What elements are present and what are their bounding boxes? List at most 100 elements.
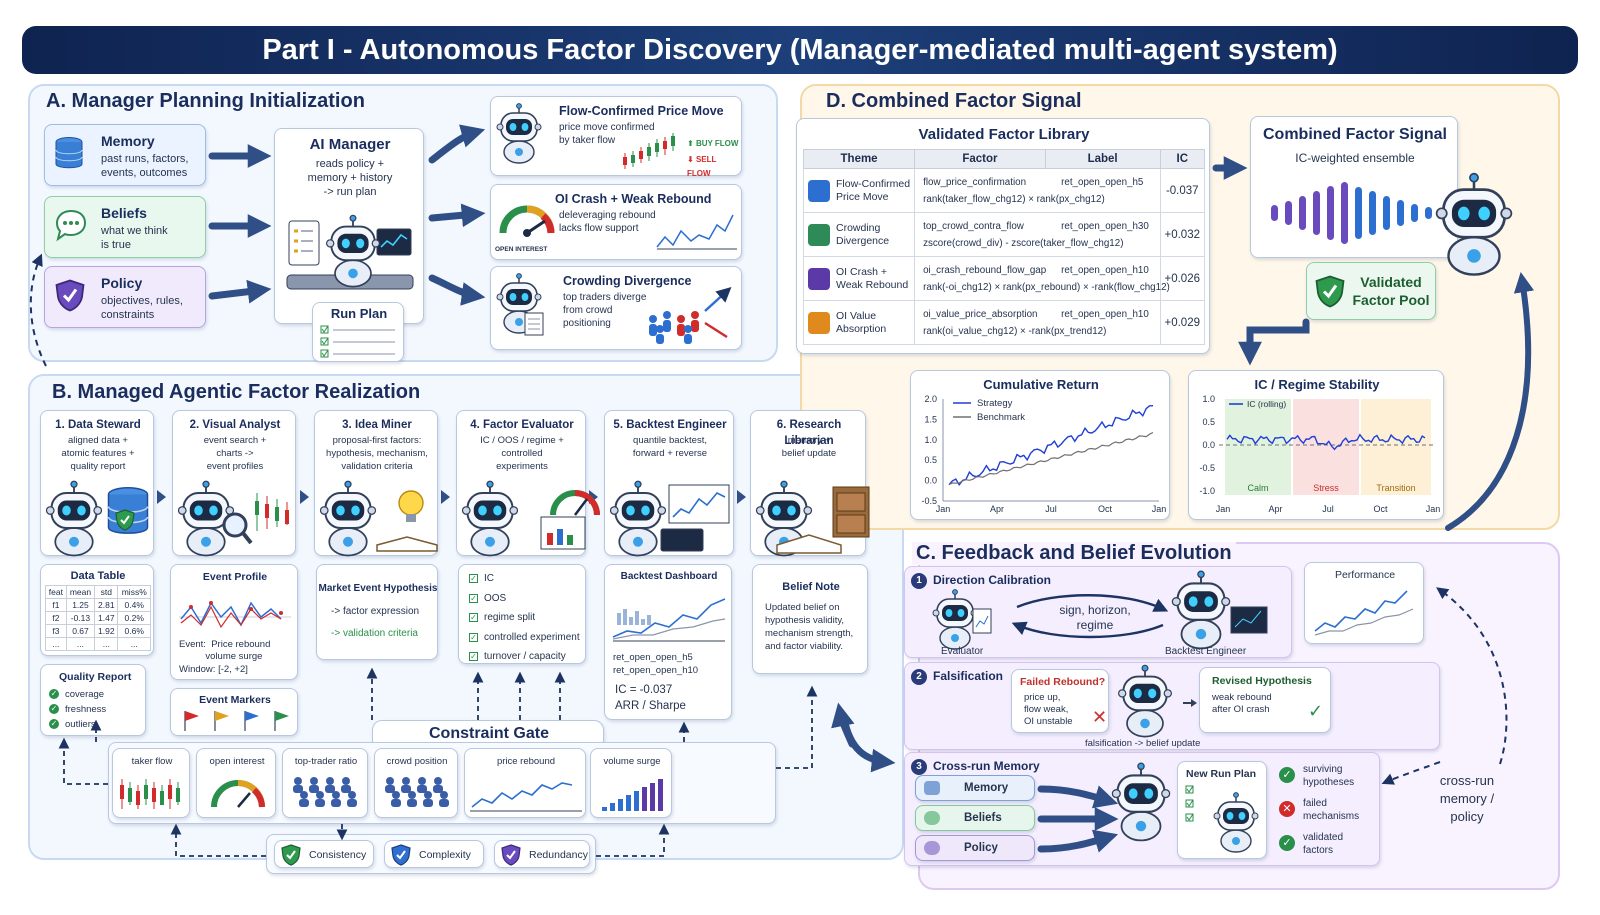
- theme-wrap: Crowding Divergence: [808, 222, 910, 248]
- section-b-title: B. Managed Agentic Factor Realization: [52, 381, 421, 403]
- x-tick-label: Jul: [1322, 504, 1334, 514]
- performance-card: Performance: [1304, 562, 1424, 644]
- theme-label: OI Value Absorption: [836, 309, 887, 335]
- arrow-up-icon: ⬆: [687, 139, 696, 148]
- constraint-gate-title: Constraint Gate: [428, 725, 549, 742]
- agent-title: 2. Visual Analyst: [189, 419, 281, 431]
- event-markers-card: Event Markers: [170, 688, 298, 736]
- library-header-cell: IC: [1159, 149, 1205, 169]
- x-tick-label: Jan: [936, 504, 951, 514]
- cross-run-item-label: Policy: [964, 842, 998, 854]
- factor-label: ret_open_open_h10: [1061, 308, 1149, 320]
- x-tick-label: Oct: [1098, 504, 1113, 514]
- regime-label: Calm: [1247, 483, 1268, 493]
- arrow-right-icon: [1183, 699, 1197, 707]
- quality-item-label: coverage: [65, 689, 105, 700]
- signal-bar: [1425, 207, 1432, 219]
- books-robot-icon: [755, 480, 870, 557]
- agent-desc: aligned data + atomic features + quality…: [61, 435, 135, 472]
- x-tick-label: Apr: [990, 504, 1004, 514]
- factor-label: ret_open_open_h10: [1061, 264, 1149, 276]
- sell-flow-text: SELL FLOW: [687, 155, 717, 178]
- crowd-people-icon: [649, 286, 732, 344]
- cross-run-memory-title: Cross-run Memory: [933, 759, 1040, 773]
- outcome-item: ✓validated factors: [1279, 831, 1375, 861]
- gate-check-label: Complexity: [419, 849, 471, 861]
- memory-title: Memory: [101, 133, 155, 149]
- revised-hypothesis-card: Revised Hypothesis weak rebound after OI…: [1199, 667, 1331, 733]
- legend-benchmark: Benchmark: [977, 412, 1025, 423]
- falsification-footer: falsification -> belief update: [1085, 738, 1201, 749]
- eval-check-label: IC: [484, 573, 494, 584]
- factor-name: top_crowd_contra_flow: [923, 220, 1024, 232]
- database-icon: [924, 781, 940, 795]
- eval-check-item: ✓controlled experiment: [469, 628, 580, 648]
- feature-label: open interest: [209, 756, 265, 767]
- x-mark-icon: ✕: [1092, 707, 1108, 727]
- db-robot-icon: [45, 480, 149, 557]
- eval-check-label: OOS: [484, 592, 507, 604]
- hypothesis-card-crowding: Crowding Divergence top traders diverge …: [490, 266, 742, 350]
- memory-card: Memory past runs, factors, events, outco…: [44, 124, 206, 186]
- beliefs-title: Beliefs: [101, 205, 147, 221]
- run-plan-card: Run Plan: [312, 302, 404, 362]
- falsification-panel: 2 Falsification Failed Rebound? price up…: [904, 662, 1440, 750]
- manager-desk-illustration: [286, 214, 414, 290]
- signal-bar: [1327, 186, 1334, 240]
- market-event-hypothesis-card: Market Event Hypothesis -> factor expres…: [316, 564, 438, 660]
- backtest-dashboard-title: Backtest Dashboard: [620, 571, 718, 582]
- candlestick-icon: [623, 133, 675, 169]
- eval-check-item: ✓ OOS: [469, 589, 580, 609]
- backtest-chart: [612, 598, 726, 642]
- agent-title: 5. Backtest Engineer: [613, 419, 727, 431]
- market-event-hypothesis-title: Market Event Hypothesis: [318, 583, 438, 594]
- hypothesis-line-1: -> factor expression: [331, 606, 420, 617]
- step-3-badge: 3: [911, 759, 927, 775]
- gate-check-0: Consistency: [274, 840, 374, 868]
- checkbox-icon: ✓: [469, 593, 478, 603]
- agent-desc: memory + belief update: [781, 435, 837, 459]
- theme-label: Crowding Divergence: [836, 221, 890, 247]
- buy-flow-label: ⬆ BUY FLOW: [687, 137, 738, 151]
- belief-note-title: Belief Note: [782, 581, 840, 593]
- regime-label: Transition: [1376, 483, 1415, 493]
- evaluator-robot-icon: [932, 588, 992, 650]
- validated-factor-pool-card: Validated Factor Pool: [1306, 262, 1436, 320]
- calibration-parameters: sign, horizon, regime: [1059, 603, 1131, 632]
- x-tick-label: Jan: [1152, 504, 1167, 514]
- performance-title: Performance: [1334, 569, 1396, 581]
- outcome-item: ✕failed mechanisms: [1279, 797, 1375, 827]
- policy-desc: objectives, rules, constraints: [101, 295, 183, 321]
- factor-expression: rank(taker_flow_chg12) × rank(px_chg12): [923, 193, 1105, 205]
- check-circle-icon: ✓: [49, 704, 59, 715]
- belief-note-card: Belief Note Updated belief on hypothesis…: [752, 564, 868, 674]
- hypothesis-line-2: -> validation criteria: [331, 628, 418, 639]
- direction-calibration-panel: 1 Direction Calibration Evaluator sign, …: [904, 566, 1292, 658]
- check-circle-icon: ✓: [49, 719, 59, 730]
- regime-band: [1361, 399, 1431, 495]
- signal-bar: [1299, 196, 1306, 230]
- outcome-label: validated factors: [1303, 832, 1344, 856]
- ic-rolling-line: [1226, 433, 1426, 451]
- hyp3-desc: top traders diverge from crowd positioni…: [563, 292, 647, 329]
- magnifier-robot-icon: [177, 480, 289, 557]
- feature-label: volume surge: [603, 756, 661, 767]
- section-c-title: C. Feedback and Belief Evolution: [912, 542, 1236, 565]
- library-ic-cell: +0.029: [1159, 300, 1205, 345]
- event-profile-chart: [179, 601, 291, 629]
- x-tick-label: Jan: [1426, 504, 1441, 514]
- cross-run-arrows: [1037, 785, 1119, 853]
- data-table-cell: ...: [94, 637, 119, 651]
- validated-factor-pool-label: Validated Factor Pool: [1352, 274, 1430, 308]
